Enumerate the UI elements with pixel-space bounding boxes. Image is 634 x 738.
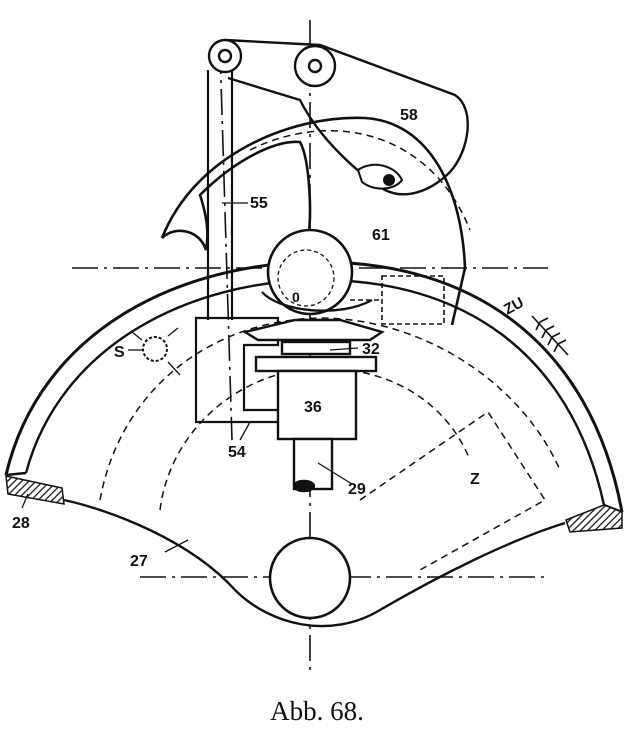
- leader-54: [239, 421, 251, 441]
- pawl-box: [381, 275, 445, 325]
- leader-29: [317, 462, 353, 485]
- roller-inner-dashed: [277, 249, 335, 307]
- hatched-end-right: [565, 504, 623, 533]
- technical-drawing: 58 55 61 0 32 36 S 54 29 Z 28 27 ZU: [4, 20, 624, 675]
- label-55: 55: [250, 195, 268, 212]
- link-axis-line: [219, 47, 233, 441]
- label-29: 29: [348, 481, 366, 498]
- rotation-arrow: [531, 315, 569, 356]
- label-32: 32: [362, 341, 380, 358]
- hub-cap: [241, 318, 385, 342]
- pin-s: [131, 327, 181, 376]
- lever-tip-detail: [356, 163, 404, 190]
- arrow-feathers: [535, 317, 567, 353]
- hub-assembly: [241, 318, 385, 493]
- leader-27: [164, 539, 189, 553]
- top-pivot-left-outer: [207, 38, 243, 74]
- pin-s-circle: [142, 336, 168, 362]
- arrow-shaft: [531, 315, 569, 356]
- lever-outline: [224, 38, 469, 196]
- roller-circle: [266, 228, 354, 316]
- label-54: 54: [228, 444, 246, 461]
- figure-caption: Abb. 68.: [270, 696, 364, 726]
- hub-flange: [254, 355, 378, 373]
- leader-32: [329, 347, 359, 351]
- hatched-end-left: [5, 475, 65, 505]
- roller-cam-profile: [261, 291, 373, 312]
- dashed-arc-upper: [249, 129, 471, 231]
- shaft-end: [292, 479, 316, 493]
- label-s: S: [114, 344, 125, 361]
- leader-28: [21, 493, 29, 509]
- central-roller: [261, 228, 373, 316]
- dashed-arm-z: [359, 410, 547, 571]
- pin-s-ray-2: [167, 361, 181, 376]
- pin-s-ray-3: [167, 327, 179, 337]
- hub-collar-32: [280, 340, 352, 356]
- hub-body-36: [276, 369, 358, 441]
- top-pivot-right-inner: [307, 58, 323, 74]
- label-27: 27: [130, 553, 148, 570]
- pin-s-ray-1: [131, 331, 143, 341]
- sector-lower-outline: [63, 498, 566, 628]
- central-bore: [268, 536, 352, 620]
- lever-58: [207, 38, 469, 196]
- label-58: 58: [400, 107, 418, 124]
- dashed-arc-large: [99, 317, 561, 501]
- top-pivot-right-outer: [293, 44, 337, 88]
- segment-cutout: [161, 140, 312, 251]
- lever-tip-pin: [383, 174, 395, 186]
- top-pivot-left-inner: [217, 48, 233, 64]
- label-28: 28: [12, 515, 30, 532]
- dashed-pawl: [350, 275, 445, 325]
- sector-left-edge: [5, 471, 27, 477]
- label-z: Z: [470, 471, 480, 488]
- label-61: 61: [372, 227, 390, 244]
- label-36: 36: [304, 399, 322, 416]
- hatched-end-pieces: [5, 475, 623, 533]
- leader-lines: [21, 202, 359, 553]
- label-0: 0: [292, 289, 300, 305]
